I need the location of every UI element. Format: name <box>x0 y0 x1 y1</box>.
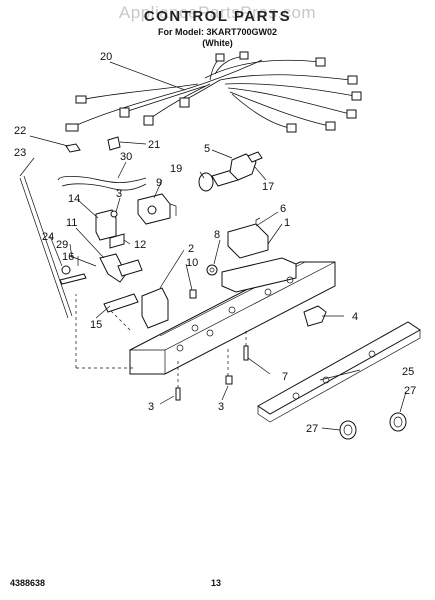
callout-3-left: 3 <box>148 401 154 413</box>
callout-2: 2 <box>188 243 194 255</box>
callout-3-mid: 3 <box>218 401 224 413</box>
callout-19: 19 <box>170 163 182 175</box>
callout-14: 14 <box>68 193 80 205</box>
air-damper <box>303 305 327 327</box>
document-number: 4388638 <box>10 578 46 588</box>
callout-1: 1 <box>284 217 290 229</box>
shield-bracket <box>141 287 169 329</box>
page-number: 13 <box>211 578 222 588</box>
watermark: AppliancePartsPros.com <box>118 3 317 22</box>
callout-25: 25 <box>402 366 414 378</box>
callout-6: 6 <box>280 203 286 215</box>
callout-4: 4 <box>352 311 358 323</box>
wire-harness <box>65 51 362 133</box>
callout-27-right: 27 <box>404 385 416 397</box>
callout-11: 11 <box>66 217 77 229</box>
callout-30: 30 <box>120 151 132 163</box>
callout-21: 21 <box>148 139 160 151</box>
light-socket <box>198 151 263 192</box>
callout-8: 8 <box>214 229 220 241</box>
callout-20: 20 <box>100 51 112 63</box>
mounting-bracket <box>103 293 139 313</box>
spring-assembly <box>59 256 87 285</box>
wire-clip <box>65 136 121 153</box>
callout-22: 22 <box>14 125 26 137</box>
phantom-lines <box>75 294 247 388</box>
callout-24: 24 <box>42 231 54 243</box>
control-panel <box>257 321 421 423</box>
capillary-tube <box>57 175 147 191</box>
leader-lines <box>19 61 407 431</box>
control-bracket <box>95 209 143 283</box>
callout-29: 29 <box>56 239 68 251</box>
callout-labels: 20 22 21 23 30 19 5 17 9 3 14 6 1 11 8 1… <box>14 51 416 435</box>
callout-16: 16 <box>62 251 74 263</box>
callout-3-top: 3 <box>116 188 122 200</box>
model-label: For Model: 3KART700GW02 <box>157 27 278 37</box>
callout-10: 10 <box>186 257 198 269</box>
cold-control <box>227 217 269 259</box>
control-housing <box>129 257 336 375</box>
callout-9: 9 <box>156 177 162 189</box>
variant-label: (White) <box>202 38 233 48</box>
callout-12: 12 <box>134 239 146 251</box>
callout-7: 7 <box>282 371 288 383</box>
callout-5: 5 <box>204 143 210 155</box>
callout-15: 15 <box>90 319 102 331</box>
control-rod <box>19 175 73 319</box>
callout-17: 17 <box>262 181 274 193</box>
callout-27-left: 27 <box>306 423 318 435</box>
grommet <box>206 264 218 276</box>
callout-23: 23 <box>14 147 26 159</box>
diagram-title: CONTROL PARTS <box>143 8 292 25</box>
control-knob <box>339 412 407 440</box>
screw <box>175 289 249 401</box>
thermostat <box>137 193 177 225</box>
